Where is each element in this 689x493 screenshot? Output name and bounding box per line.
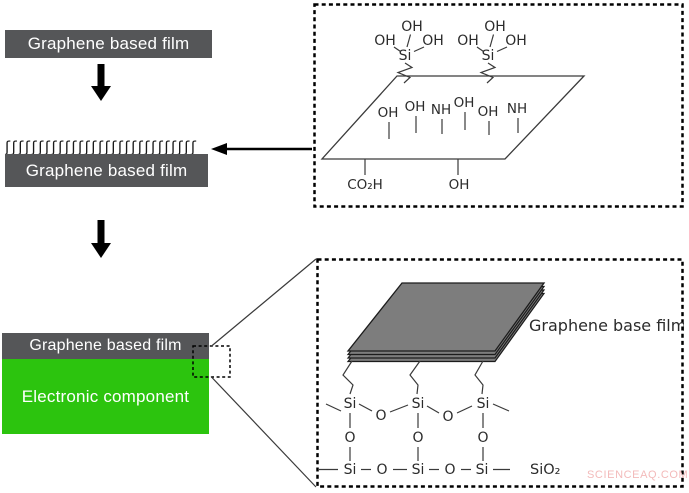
- face-group-label: NH: [507, 101, 527, 117]
- substrate-label-sio2: SiO₂: [530, 462, 560, 478]
- silane-group-1: OH OH OH Si: [374, 19, 444, 84]
- graphene-film-box-3-label: Graphene based film: [29, 337, 182, 354]
- graphene-film-box-3: Graphene based film: [2, 333, 209, 359]
- silane1-si: Si: [399, 48, 412, 64]
- atom-o: O: [412, 430, 423, 446]
- atom-o: O: [376, 462, 387, 478]
- graphene-film-box-2-label: Graphene based film: [25, 160, 188, 180]
- bonding-panel-border: [316, 258, 684, 488]
- graphene-stack: [346, 282, 546, 363]
- functionalized-surface-marks: ʃʃʃʃʃʃʃʃʃʃʃʃʃʃʃʃʃʃʃʃʃʃʃʃʃʃʃʃʃ: [5, 140, 198, 155]
- silane1-oh-top: OH: [401, 19, 423, 35]
- silane2-si: Si: [482, 48, 495, 64]
- atom-o: O: [477, 430, 488, 446]
- process-arrow-down-2: [91, 220, 111, 258]
- face-group-label: OH: [405, 99, 426, 115]
- atom-o: O: [444, 462, 455, 478]
- tether-zigzag-3: [474, 360, 484, 395]
- graphene-film-box-2: Graphene based film: [5, 154, 208, 187]
- graphene-film-box-1-label: Graphene based film: [27, 34, 190, 53]
- substrate-row: Si O Si O Si SiO₂: [319, 462, 560, 478]
- graphene-film-box-1: Graphene based film: [5, 30, 212, 58]
- surface-panel-border: [313, 3, 684, 208]
- atom-o: O: [344, 430, 355, 446]
- zoom-connector-line-bottom: [210, 376, 317, 488]
- atom-si: Si: [412, 396, 425, 412]
- silane2-zigzag-bond: [479, 62, 497, 84]
- edge-group-co2h: CO₂H: [347, 177, 383, 193]
- process-arrow-down-1: [91, 64, 111, 101]
- bonding-detail-panel: Graphene base film Si O Si O Si O O O: [316, 258, 684, 488]
- atom-si: Si: [412, 462, 425, 478]
- silane2-oh-right: OH: [505, 33, 527, 49]
- silane1-zigzag-bond: [396, 62, 414, 84]
- watermark-text: SCIENCEAQ.COM: [587, 469, 689, 481]
- silane2-oh-top: OH: [484, 19, 506, 35]
- atom-si: Si: [344, 396, 357, 412]
- face-group-label: OH: [454, 95, 475, 111]
- atom-o: O: [375, 408, 386, 424]
- zoom-region-box: [192, 345, 231, 378]
- tether-zigzag-1: [342, 360, 354, 395]
- silane1-oh-left: OH: [374, 33, 396, 49]
- surface-chemistry-panel: OH OH OH Si OH OH OH Si OH OH NH: [313, 3, 684, 208]
- electronic-component-label: Electronic component: [21, 386, 190, 406]
- atom-si: Si: [477, 396, 490, 412]
- edge-functional-groups: CO₂H OH: [347, 159, 469, 193]
- silane2-oh-left: OH: [457, 33, 479, 49]
- oxygen-bridges: O O O: [344, 413, 489, 461]
- graphene-stack-label: Graphene base film: [529, 316, 684, 335]
- edge-group-oh: OH: [449, 177, 470, 193]
- atom-si: Si: [344, 462, 357, 478]
- zoom-connector-line-top: [210, 258, 317, 347]
- face-group-label: OH: [478, 104, 499, 120]
- silane1-oh-right: OH: [422, 33, 444, 49]
- tether-zigzag-2: [409, 360, 421, 395]
- siloxane-top-row: Si O Si O Si: [325, 396, 510, 425]
- electronic-component-box: Electronic component: [2, 359, 209, 434]
- face-functional-groups: OH OH NH OH OH NH: [378, 95, 527, 139]
- atom-o: O: [442, 409, 453, 425]
- atom-si: Si: [476, 462, 489, 478]
- functionalization-arrow: [211, 143, 312, 155]
- graphene-plane: [320, 75, 586, 160]
- silane-group-2: OH OH OH Si: [457, 19, 527, 84]
- face-group-label: OH: [378, 105, 399, 121]
- face-group-label: NH: [431, 102, 451, 118]
